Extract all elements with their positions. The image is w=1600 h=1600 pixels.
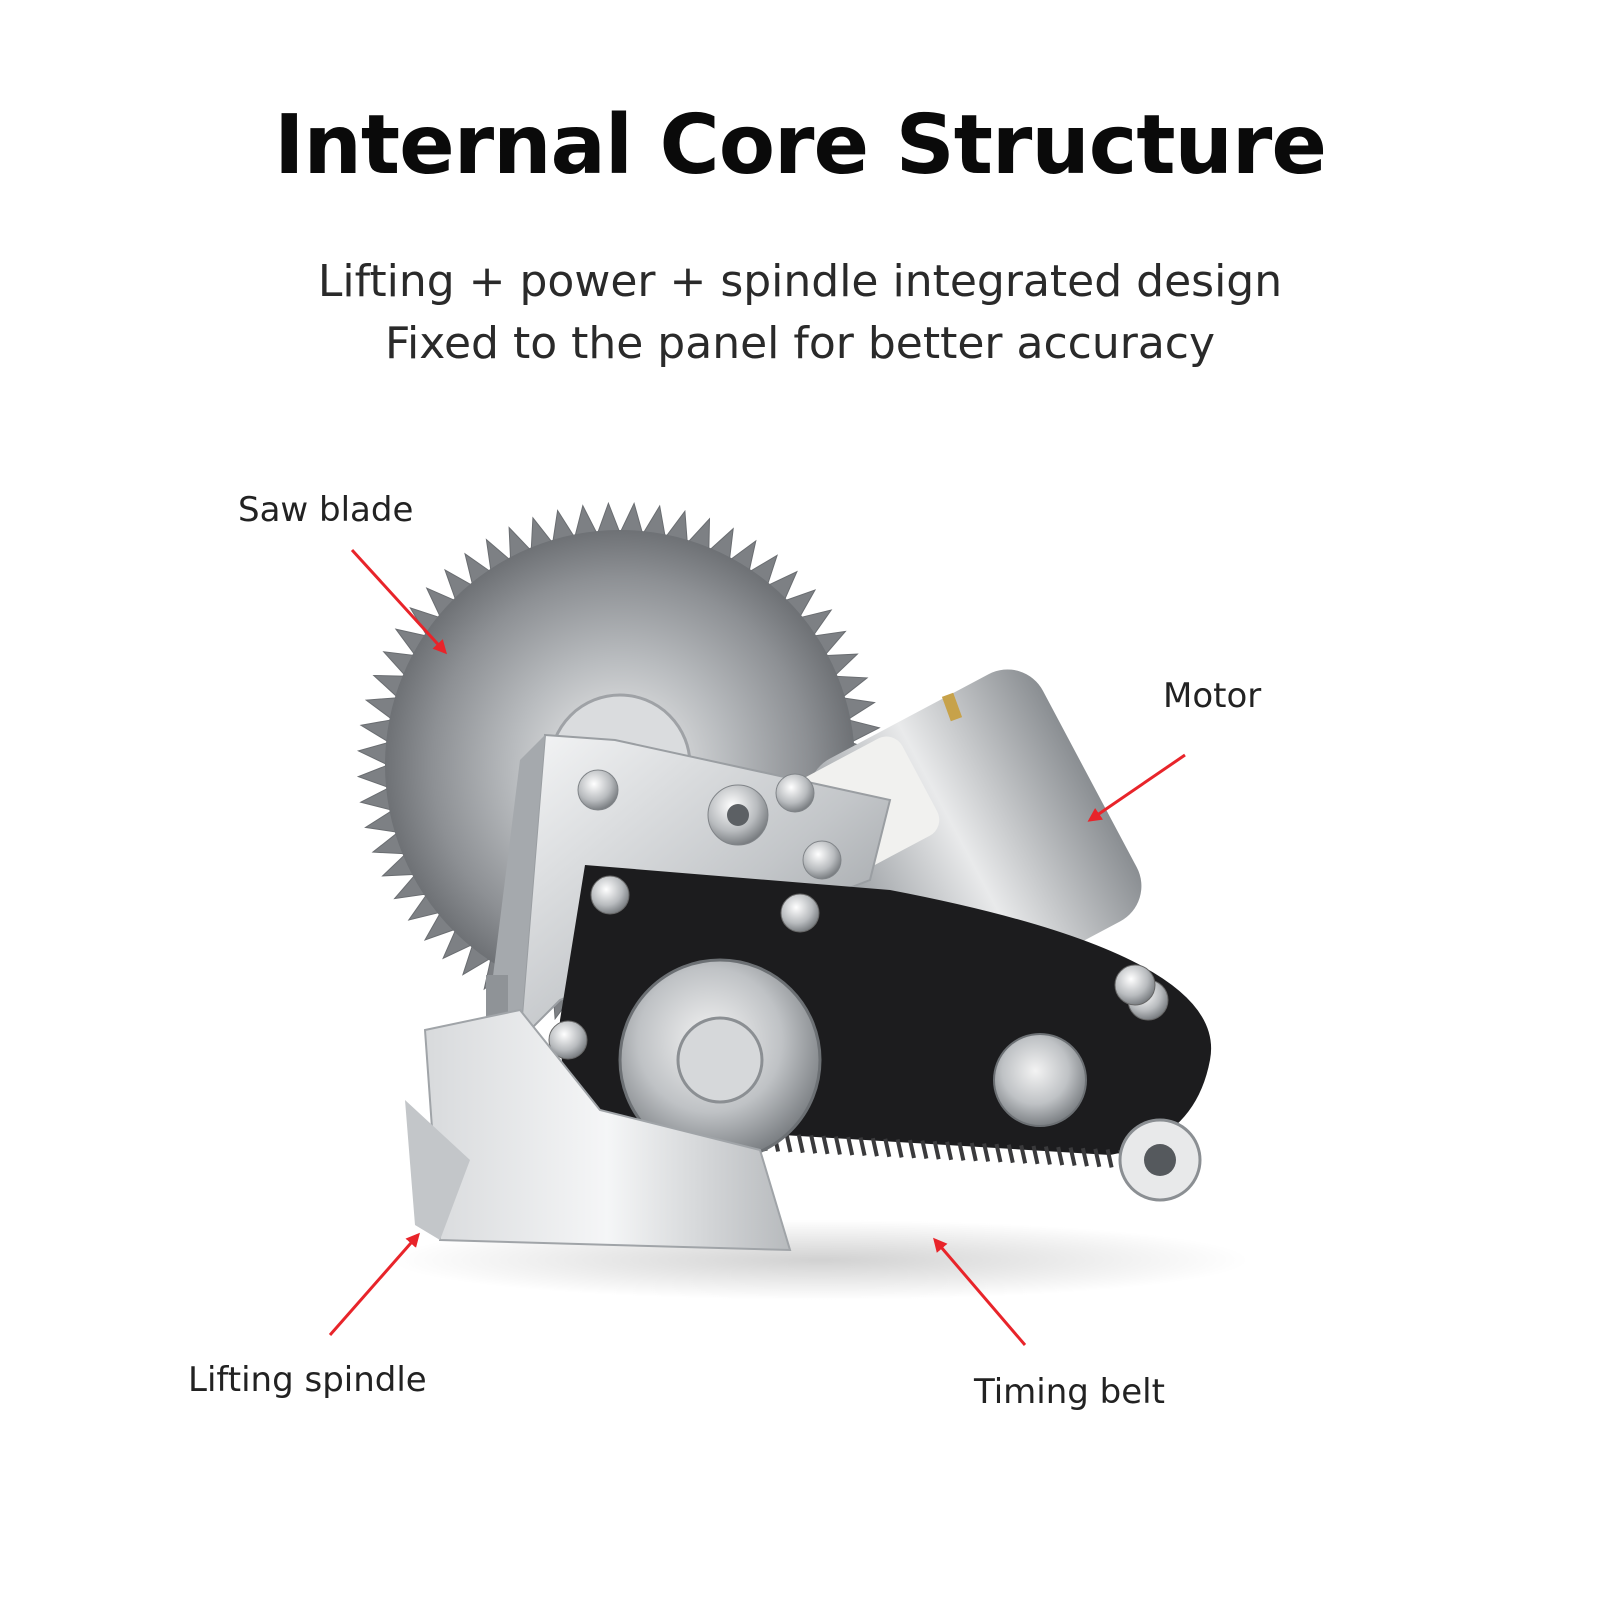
callout-arrows [328,548,1186,1346]
subtitle-line-2: Fixed to the panel for better accuracy [384,318,1216,369]
callout-motor: Motor [1163,676,1262,716]
subtitle-line-1: Lifting + power + spindle integrated des… [317,256,1283,307]
callout-saw-blade: Saw blade [238,490,414,530]
saw-blade-arrow [350,548,448,655]
lifting-spindle-arrow [328,1232,420,1336]
page-title: Internal Core Structure [274,98,1327,193]
pulley-shape [618,958,1202,1202]
callout-timing-belt: Timing belt [974,1372,1165,1412]
motor-arrow [1087,753,1186,822]
callout-lifting-spindle: Lifting spindle [188,1360,427,1400]
bracket-screws [577,769,842,880]
lifting-spindle-shape [405,975,792,1252]
timing-belt-arrow [933,1237,1027,1346]
